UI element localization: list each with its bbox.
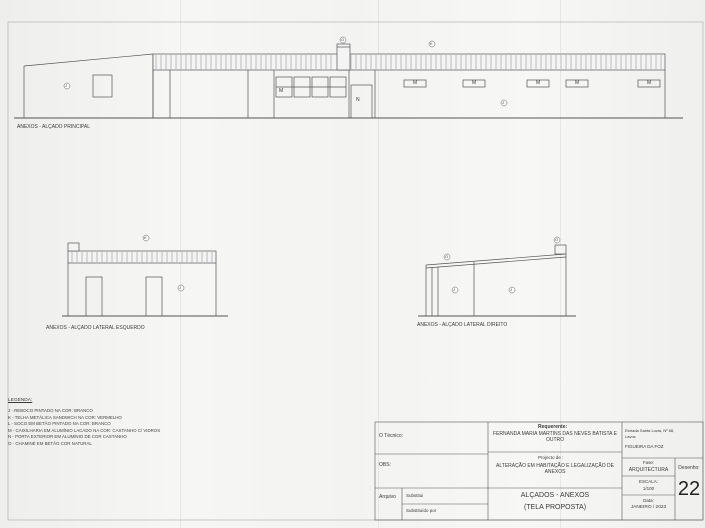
fase-label: Fase: [642,460,655,465]
escala-value: 1/100 [642,486,655,491]
right-elevation [418,244,576,317]
tecnico-label: O Técnico: [379,433,404,439]
drawing-number: 22 [677,478,701,500]
marker-j: J [453,287,455,292]
marker-m: M [472,80,477,86]
principal-elevation [14,43,683,119]
marker-o: O [555,237,559,242]
left-elevation [62,242,228,317]
fase-value: ARQUITECTURA [628,467,669,473]
legend-item: O - CHAMINÉ EM BETÃO COR NATURAL [8,440,92,446]
legend-title: LEGENDA: [8,398,33,403]
legend-item: K - TELHA METÁLICA SANDWICH NA COR: VERM… [8,414,122,420]
requerente-label: Requerente: [538,424,568,430]
marker-j: J [179,285,181,290]
marker-k: K [144,235,147,240]
view-title-right: ANEXOS - ALÇADO LATERAL DIREITO [417,322,508,328]
marker-m: M [536,80,541,86]
marker-m: M [575,80,580,86]
marker-m: M [279,88,284,94]
material-markers [63,36,561,294]
substitui-label: Substitui [406,493,424,498]
projeto-label: Projecto de : [538,455,564,460]
marker-k: K [430,41,433,46]
escala-label: ESCALA: [638,479,658,484]
legend-item: J - REBOCO PINTADO NA COR: BRANCO [8,408,93,413]
paper-fold [378,0,379,528]
sheet-border [7,21,704,521]
data-value: JANEIRO / 2023 [630,505,667,510]
address-line: Lavos [625,434,636,439]
desenho-label: Desenho: [678,465,700,471]
view-title-left: ANEXOS - ALÇADO LATERAL ESQUERDO [46,325,145,331]
paper-fold [180,0,181,528]
arquivo-label: Arquivo [379,494,396,500]
obs-label: OBS: [379,462,391,468]
address-city: FIGUEIRA DA FOZ [625,444,664,449]
marker-j: J [502,100,504,105]
drawing-title: ALÇADOS - ANEXOS [520,492,590,499]
address-line: Estrada Santa Luzia, Nº 68, [625,428,675,433]
marker-m: M [647,80,652,86]
view-title-principal: ANEXOS - ALÇADO PRINCIPAL [17,124,90,130]
substituido-label: Substituído por [406,508,437,513]
requerente-value: FERNANDA MARIA MARTINS DAS NEVES BATISTA… [493,431,617,443]
legend-item: L - SOCO EM BETÃO PINTADO NA COR: BRANCO [8,421,111,426]
marker-j: J [65,83,67,88]
data-label: Data: [643,498,654,503]
legend-item: M - CAIXILHARIA EM ALUMÍNIO LACADO NA CO… [8,427,161,433]
marker-j: J [510,287,512,292]
marker-o: O [445,254,449,259]
legend-item: N - PORTA EXTERIOR EM ALUMÍNIO DE COR CA… [8,434,127,439]
marker-n: N [356,97,360,103]
title-block-grid [374,421,704,521]
marker-m: M [413,80,418,86]
drawing-subtitle: (TELA PROPOSTA) [523,504,587,511]
projeto-value: ALTERAÇÃO EM HABITAÇÃO E LEGALIZAÇÃO DE … [496,463,614,475]
paper-fold [560,0,561,528]
marker-o: O [341,37,345,42]
